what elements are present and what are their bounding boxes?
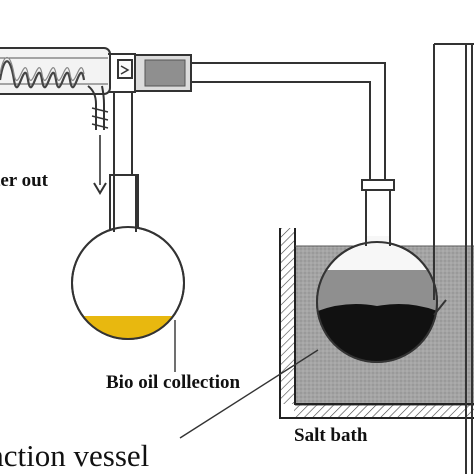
vapor-tube <box>191 62 386 180</box>
salt-bath-label: Salt bath <box>294 425 368 446</box>
connector <box>134 54 192 92</box>
arrow-down-icon <box>93 182 107 195</box>
reaction-vessel-label: action vessel <box>0 438 150 473</box>
bio-oil-collection-label: Bio oil collection <box>106 372 241 393</box>
reaction-vessel <box>316 179 447 363</box>
water-outlet <box>87 85 109 185</box>
reaction-vessel-pointer <box>179 349 319 439</box>
condenser <box>0 47 111 95</box>
bio-oil-flask <box>71 174 185 372</box>
stand <box>433 43 474 474</box>
bio-oil-liquid <box>72 316 184 339</box>
water-out-label: ter out <box>0 170 48 191</box>
coil-icon <box>0 56 86 89</box>
distillation-adapter <box>108 53 136 175</box>
